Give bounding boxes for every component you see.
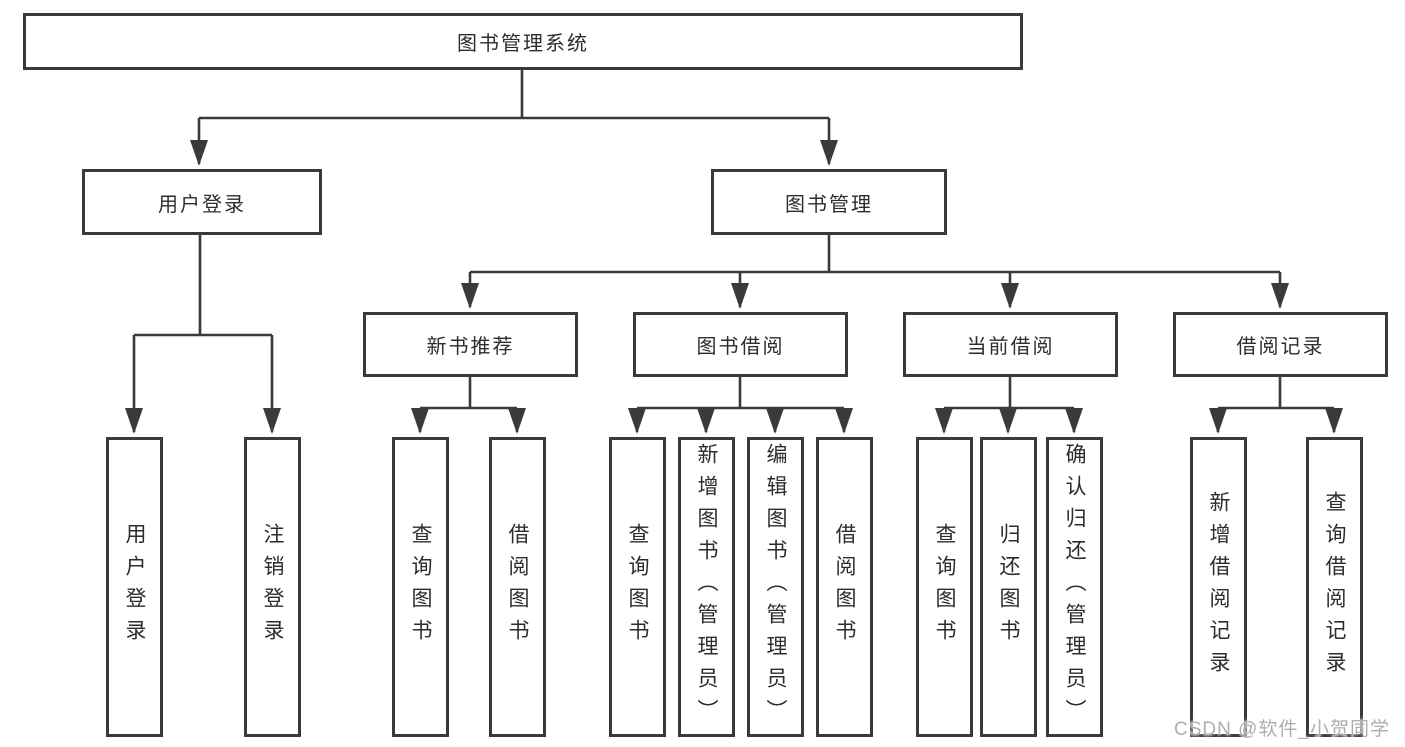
leaf-query-books-recommend: 查询图书 — [392, 437, 449, 737]
leaf-query-books-borrow: 查询图书 — [609, 437, 666, 737]
leaf-edit-books-admin: 编辑图书（管理员） — [747, 437, 804, 737]
csdn-watermark: CSDN @软件_小贺同学 — [1174, 719, 1390, 740]
node-book-management: 图书管理 — [711, 169, 947, 235]
leaf-add-borrow-record: 新增借阅记录 — [1190, 437, 1247, 737]
node-book-borrow: 图书借阅 — [633, 312, 848, 377]
leaf-query-books-current: 查询图书 — [916, 437, 973, 737]
leaf-confirm-return-admin: 确认归还（管理员） — [1046, 437, 1103, 737]
leaf-add-books-admin: 新增图书（管理员） — [678, 437, 735, 737]
leaf-logout: 注销登录 — [244, 437, 301, 737]
node-library-management-system: 图书管理系统 — [23, 13, 1023, 70]
leaf-borrow-books-recommend: 借阅图书 — [489, 437, 546, 737]
node-borrow-records: 借阅记录 — [1173, 312, 1388, 377]
leaf-return-books: 归还图书 — [980, 437, 1037, 737]
node-current-borrow: 当前借阅 — [903, 312, 1118, 377]
leaf-user-login: 用户登录 — [106, 437, 163, 737]
node-user-login: 用户登录 — [82, 169, 322, 235]
node-new-book-recommend: 新书推荐 — [363, 312, 578, 377]
leaf-query-borrow-record: 查询借阅记录 — [1306, 437, 1363, 737]
leaf-borrow-books: 借阅图书 — [816, 437, 873, 737]
